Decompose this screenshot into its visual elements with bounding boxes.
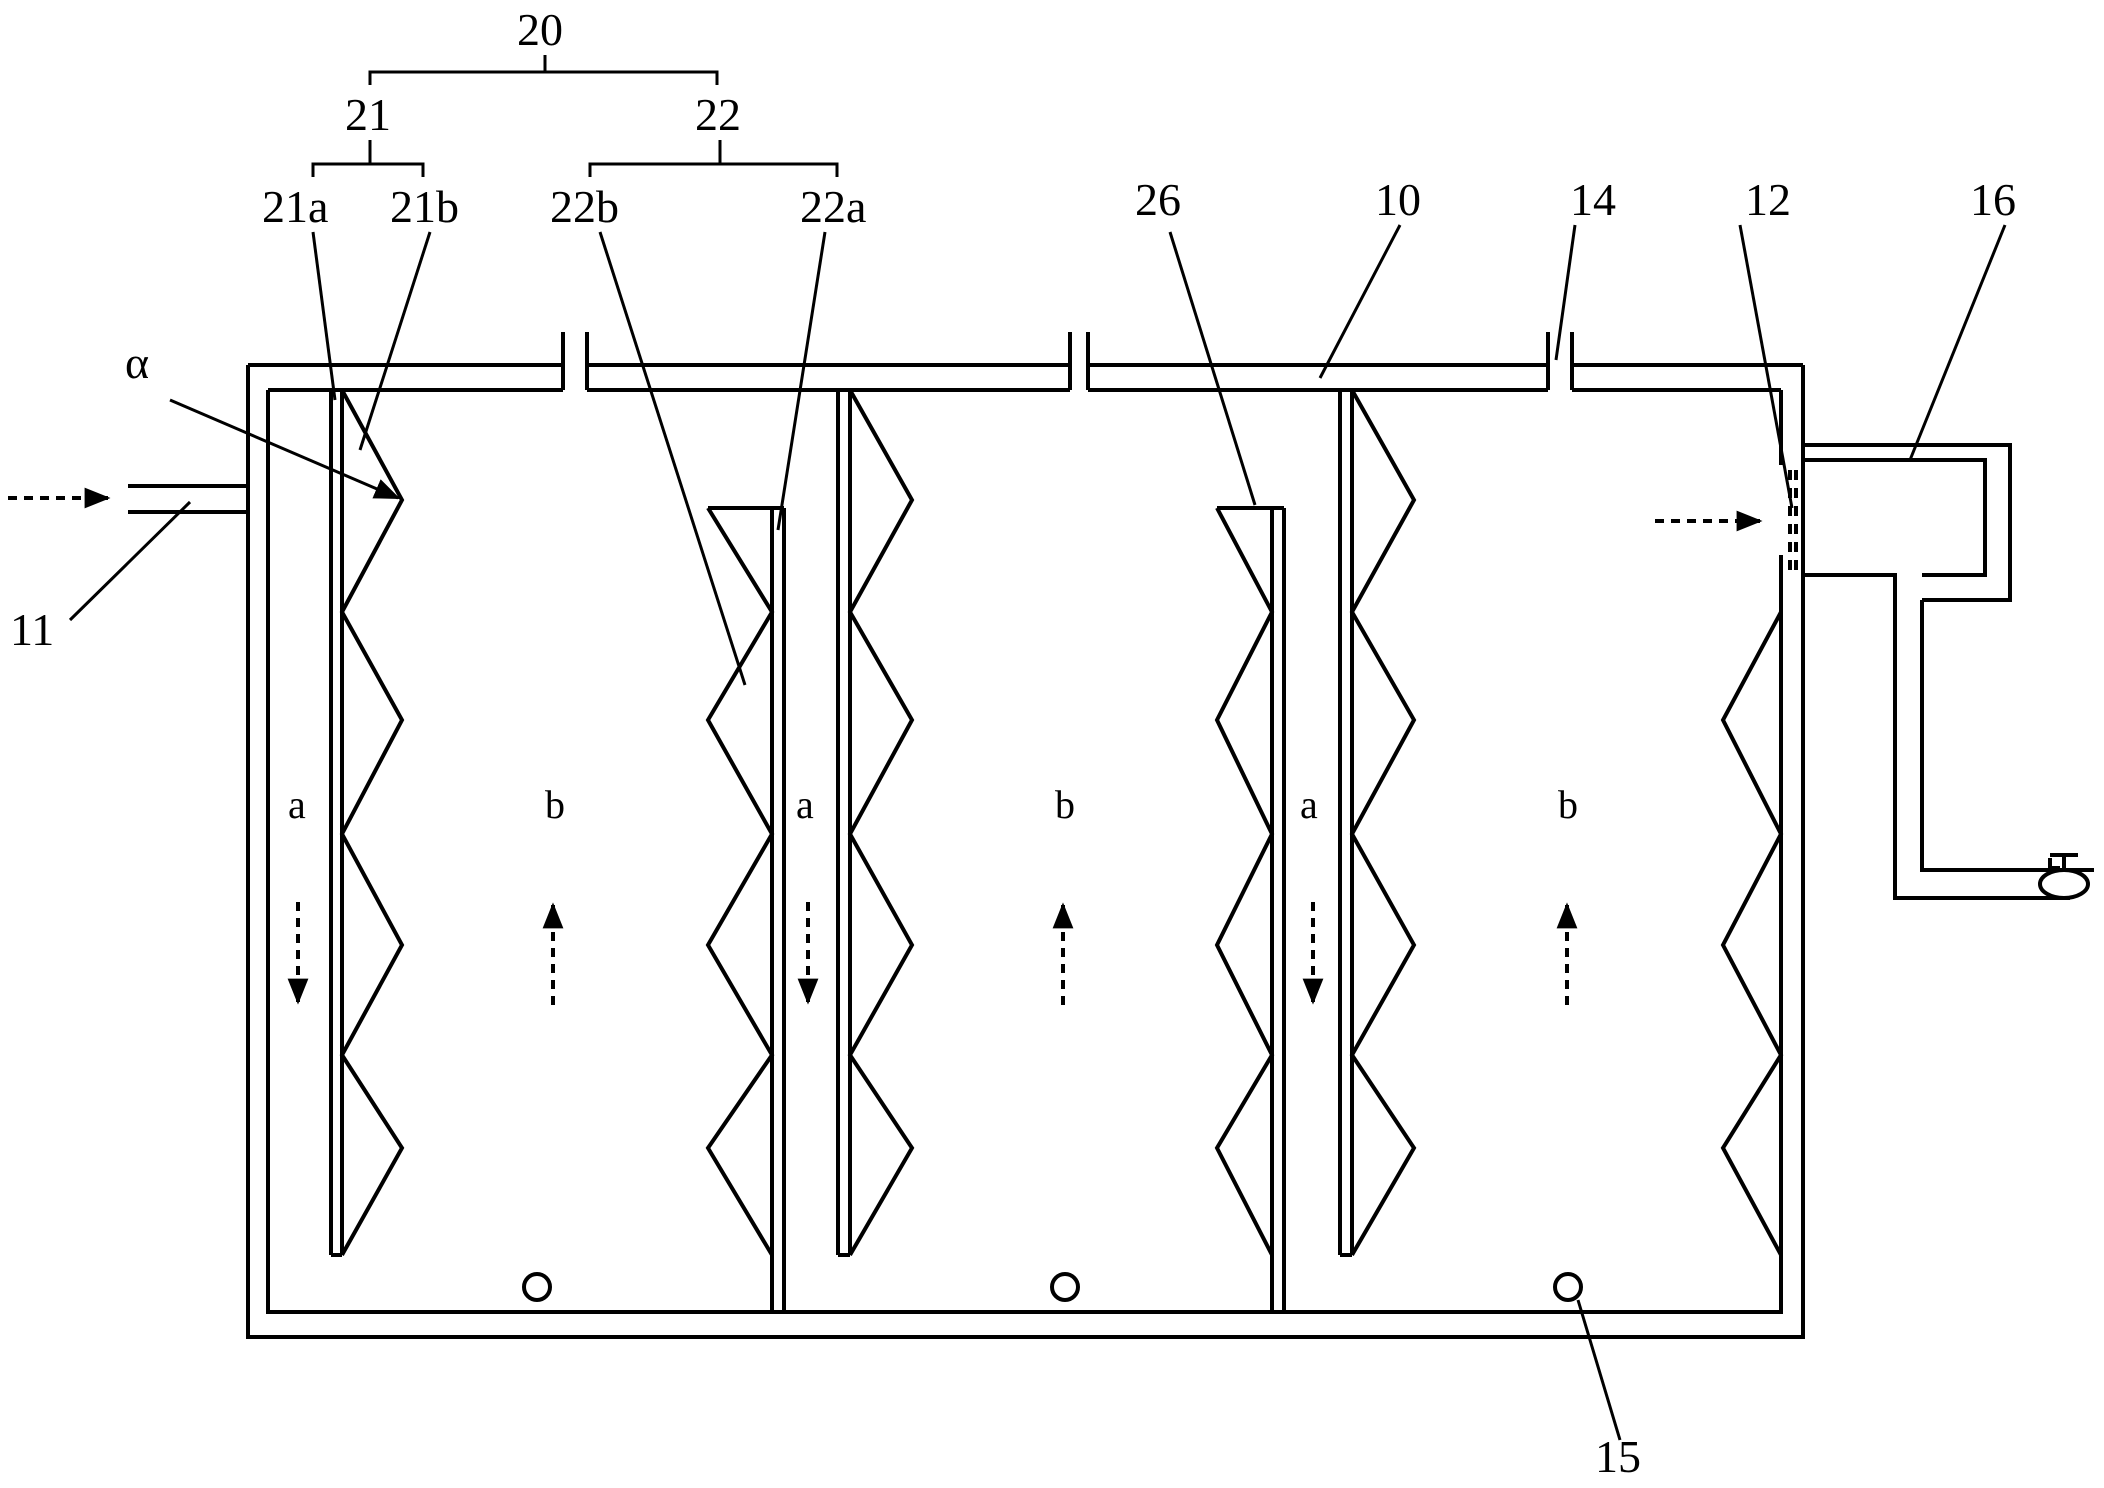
label-20: 20 <box>517 4 563 55</box>
sludge-ports <box>522 1272 1583 1302</box>
outlet-pipe <box>1803 443 2070 900</box>
baffle-3 <box>836 389 915 1257</box>
zone-b-1: b <box>545 782 565 827</box>
label-21a: 21a <box>262 181 328 232</box>
outlet-screen <box>1788 470 1798 570</box>
zone-a-1: a <box>288 782 306 827</box>
label-brackets <box>311 55 839 177</box>
tank-body <box>246 363 1805 1339</box>
zone-b-3: b <box>1558 782 1578 827</box>
label-22: 22 <box>695 89 741 140</box>
valve-icon <box>2034 853 2094 900</box>
zone-b-2: b <box>1055 782 1075 827</box>
leader-lines <box>68 224 2007 1441</box>
label-alpha: α <box>125 337 149 388</box>
zone-a-3: a <box>1300 782 1318 827</box>
label-14: 14 <box>1570 174 1616 225</box>
right-wall-zigzag <box>1720 611 1784 1256</box>
label-10: 10 <box>1375 174 1421 225</box>
inlet-pipe <box>128 484 248 514</box>
reference-labels: 20 21 22 21a 21b 22b 22a 26 10 14 12 16 … <box>10 4 2016 1482</box>
baffle-21 <box>329 389 405 1257</box>
label-21: 21 <box>345 89 391 140</box>
label-21b: 21b <box>390 181 459 232</box>
zone-a-2: a <box>796 782 814 827</box>
label-15: 15 <box>1595 1431 1641 1482</box>
baffle-22 <box>705 506 786 1312</box>
label-22b: 22b <box>550 181 619 232</box>
baffle-5 <box>1338 389 1417 1257</box>
baffle-26 <box>1214 506 1286 1312</box>
label-26: 26 <box>1135 174 1181 225</box>
label-16: 16 <box>1970 174 2016 225</box>
vent-pipes <box>561 332 1574 390</box>
label-11: 11 <box>10 604 54 655</box>
label-22a: 22a <box>800 181 866 232</box>
label-12: 12 <box>1745 174 1791 225</box>
zone-labels: a b a b a b <box>288 782 1578 827</box>
